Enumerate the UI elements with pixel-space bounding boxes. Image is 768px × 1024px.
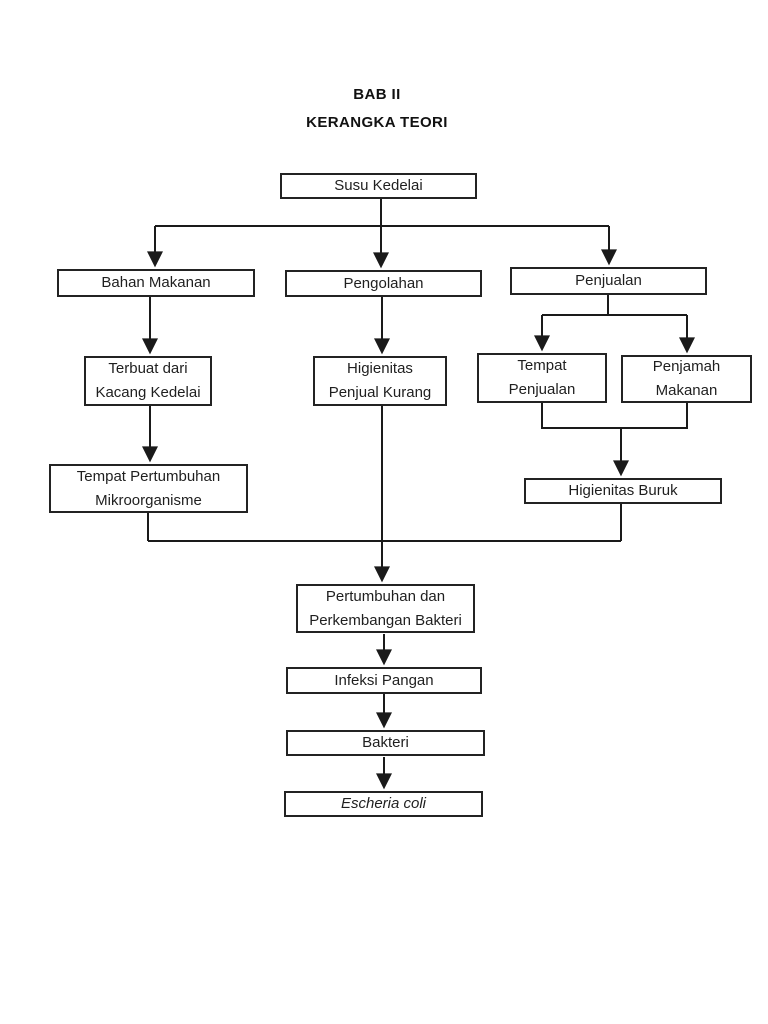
flow-node-higienitas-penjual-kurang: Higienitas Penjual Kurang <box>313 356 447 406</box>
flow-node-bakteri: Bakteri <box>286 730 485 756</box>
flow-node-susu-kedelai: Susu Kedelai <box>280 173 477 199</box>
flow-node-label: Higienitas Buruk <box>568 482 678 499</box>
flow-node-label: Escheria coli <box>340 795 427 812</box>
flow-node-escheria-coli: Escheria coli <box>284 791 483 817</box>
flow-node-tempat-penjualan: Tempat Penjualan <box>477 353 607 403</box>
flow-node-label: Bakteri <box>362 734 409 751</box>
flow-node-label: Tempat Penjualan <box>508 357 576 398</box>
section-title: KERANGKA TEORI <box>306 114 448 131</box>
flow-node-penjualan: Penjualan <box>510 267 707 295</box>
flow-node-pertumbuhan-dan-perkembangan-bakteri: Pertumbuhan dan Perkembangan Bakteri <box>296 584 475 633</box>
flow-node-label: Infeksi Pangan <box>334 671 434 689</box>
flow-node-label: Penjamah Makanan <box>652 358 721 399</box>
flow-node-label: Tempat Pertumbuhan Mikroorganisme <box>76 467 221 509</box>
flow-node-label: Pertumbuhan dan Perkembangan Bakteri <box>309 587 462 629</box>
chapter-title: BAB II <box>353 86 401 103</box>
flow-node-label: Higienitas Penjual Kurang <box>328 360 432 401</box>
flow-node-label: Bahan Makanan <box>101 274 211 291</box>
flow-node-bahan-makanan: Bahan Makanan <box>57 269 255 297</box>
flow-node-label: Pengolahan <box>343 274 424 292</box>
flow-node-label: Susu Kedelai <box>334 177 423 194</box>
flow-node-higienitas-buruk: Higienitas Buruk <box>524 478 722 504</box>
flow-node-pengolahan: Pengolahan <box>285 270 482 297</box>
flow-node-label: Terbuat dari Kacang Kedelai <box>95 360 201 401</box>
flow-node-penjamah-makanan: Penjamah Makanan <box>621 355 752 403</box>
flow-node-terbuat-dari-kacang-kedelai: Terbuat dari Kacang Kedelai <box>84 356 212 406</box>
edge-merge-bar <box>541 403 688 429</box>
flow-node-label: Penjualan <box>575 272 642 289</box>
edge-penjualan-split-bar <box>542 295 687 316</box>
flow-node-infeksi-pangan: Infeksi Pangan <box>286 667 482 694</box>
flow-node-tempat-pertumbuhan-mikroorganisme: Tempat Pertumbuhan Mikroorganisme <box>49 464 248 513</box>
